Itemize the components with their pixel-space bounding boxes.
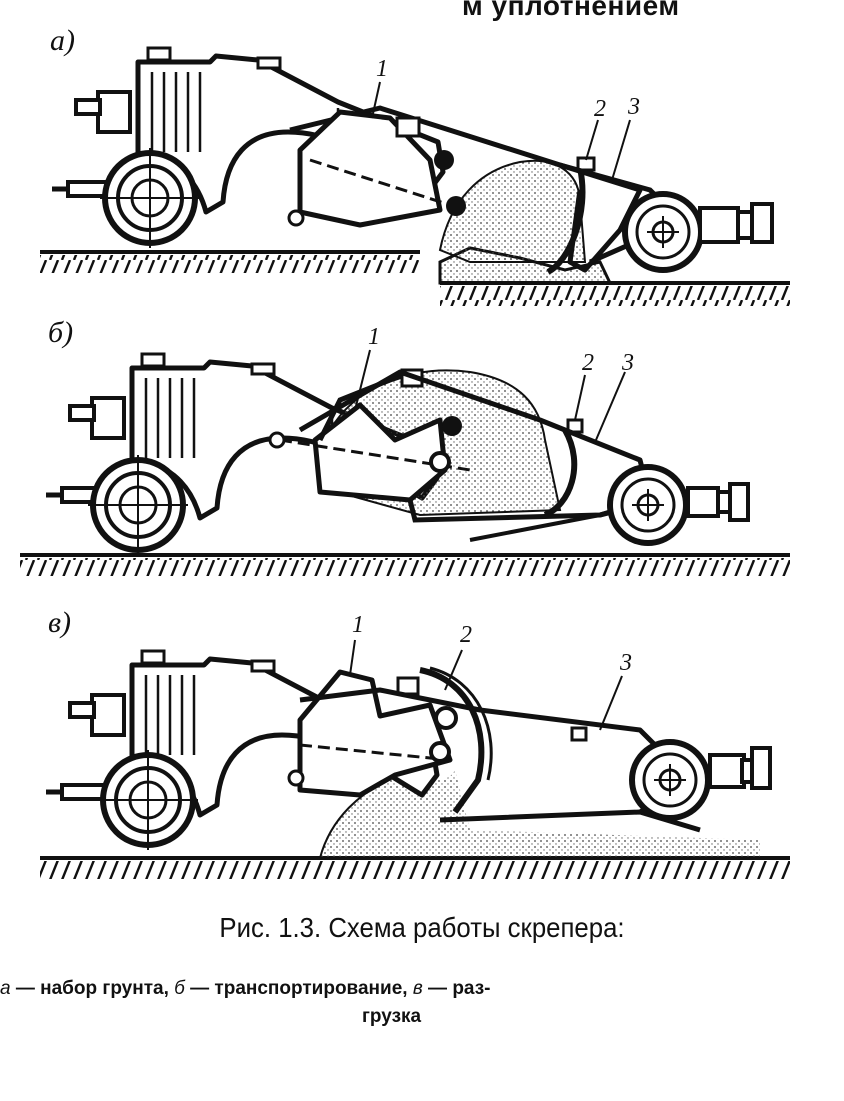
- panel-c-drawing: [40, 651, 790, 879]
- caption-text-a: — набор грунта,: [10, 978, 175, 999]
- part-label-1-c: 1: [352, 612, 364, 638]
- part-label-3-c: 3: [620, 650, 632, 676]
- panel-label-a: а): [50, 24, 75, 57]
- caption-mark-b: б: [174, 978, 185, 999]
- panel-label-c: в): [48, 606, 72, 639]
- part-label-2-c: 2: [460, 622, 472, 648]
- caption-text-b: — транспортирование,: [184, 978, 413, 999]
- caption-continuation: грузка: [362, 1006, 422, 1027]
- caption-mark-c: в: [412, 978, 423, 999]
- part-label-1-b: 1: [368, 324, 380, 350]
- part-label-2-b: 2: [582, 350, 594, 376]
- part-label-2-a: 2: [594, 96, 606, 122]
- panel-label-b: б): [48, 316, 74, 349]
- panel-b-drawing: [20, 354, 790, 576]
- caption-text-c: — раз-: [422, 978, 491, 999]
- caption-legend-line: а — набор грунта, б — транспортирование,…: [0, 978, 491, 1000]
- panel-a-drawing: [40, 48, 790, 306]
- part-leader-lines: [349, 81, 631, 731]
- figure-caption-title: Рис. 1.3. Схема работы скрепера:: [219, 912, 625, 943]
- part-label-3-a: 3: [628, 94, 640, 120]
- page-heading-fragment: м уплотнением: [462, 0, 680, 21]
- caption-mark-a: а: [0, 978, 11, 999]
- part-label-3-b: 3: [622, 350, 634, 376]
- part-label-1-a: 1: [376, 56, 388, 82]
